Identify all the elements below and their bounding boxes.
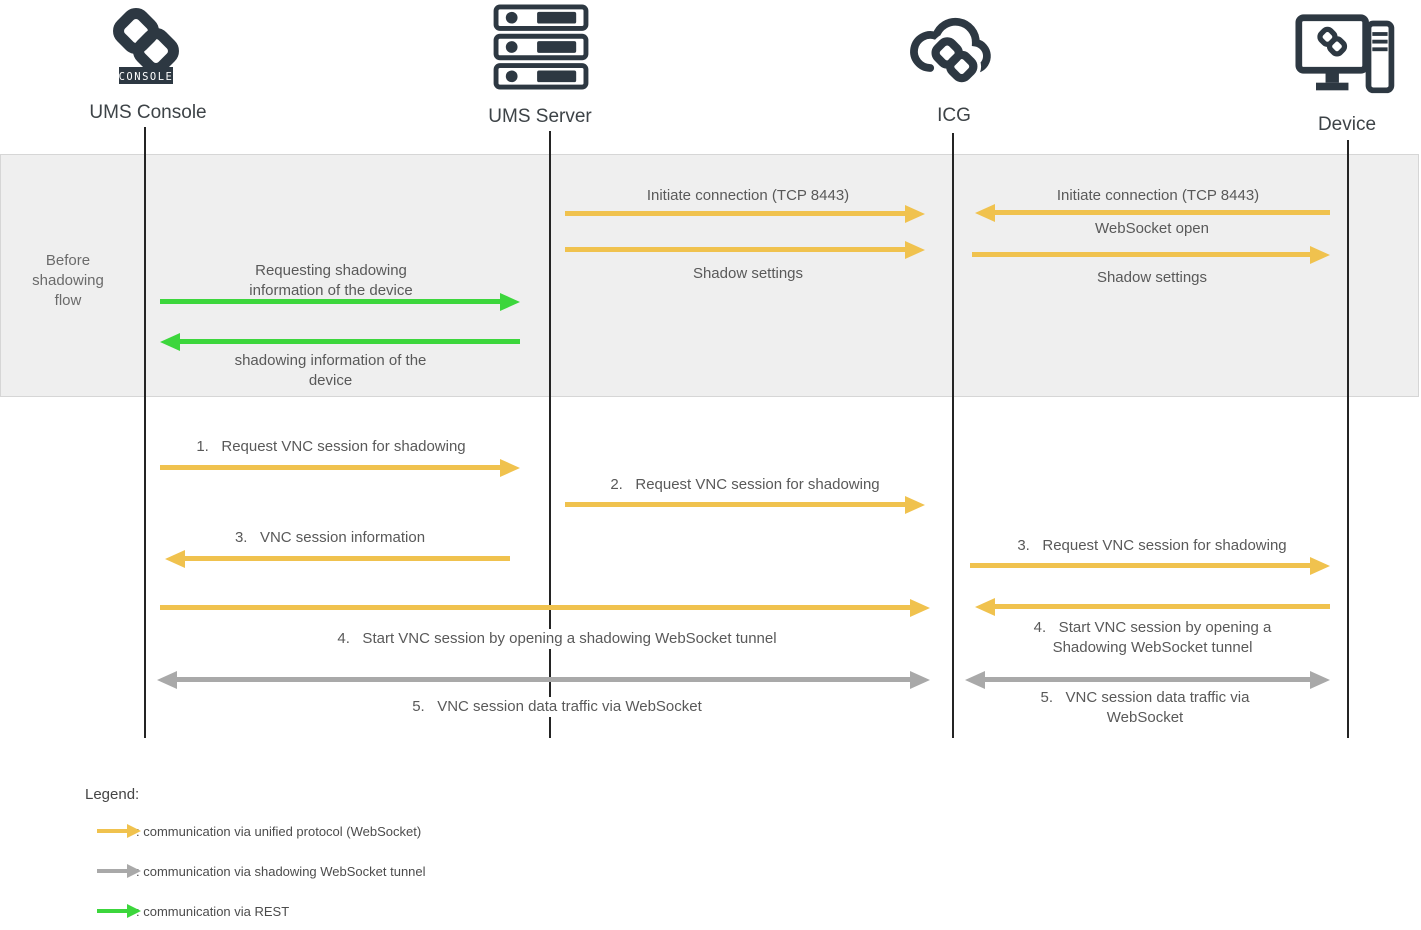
arrow-step2-server-to-icg [565, 495, 925, 514]
arrow-step4-device-to-icg [975, 597, 1330, 616]
message-label-step2: 2. Request VNC session for shadowing [610, 476, 880, 493]
legend-item-shadowing-tunnel: : communication via shadowing WebSocket … [97, 862, 426, 880]
message-label-initiate-connection-server-icg: Initiate connection (TCP 8443) [646, 187, 850, 204]
legend-item-rest: : communication via REST [97, 902, 289, 920]
gray-arrow-icon [97, 863, 141, 878]
legend-title: Legend: [85, 786, 140, 803]
lifeline-ums-server [549, 131, 551, 738]
arrow-shadowing-info-response [160, 332, 520, 351]
arrow-step4-console-to-icg [160, 598, 930, 617]
message-label-step4-left: 4. Start VNC session by opening a shadow… [322, 629, 792, 649]
actor-label-ums-console: UMS Console [89, 102, 207, 123]
desktop-chain-icon [1295, 10, 1400, 105]
actor-label-ums-server: UMS Server [488, 106, 592, 127]
before-shadowing-phase-band [0, 154, 1419, 397]
arrow-request-shadowing-info [160, 292, 520, 311]
chain-console-icon: CONSOLE [96, 5, 196, 100]
message-label-initiate-connection-device-icg: Initiate connection (TCP 8443) [1056, 187, 1260, 204]
message-label-websocket-open: WebSocket open [1095, 220, 1209, 237]
arrow-shadow-settings-server-to-icg [565, 240, 925, 259]
message-label-step3-left: 3. VNC session information [234, 529, 426, 546]
lifeline-device [1347, 140, 1349, 738]
message-label-shadow-settings-server-icg: Shadow settings [692, 265, 804, 282]
legend-label-unified-protocol: : communication via unified protocol (We… [136, 823, 422, 839]
message-label-shadow-settings-icg-device: Shadow settings [1096, 269, 1208, 286]
arrow-step3-icg-to-device [970, 556, 1330, 575]
message-label-requesting-shadowing-info: Requesting shadowing information of the … [249, 262, 413, 299]
legend-label-shadowing-tunnel: : communication via shadowing WebSocket … [136, 863, 426, 879]
arrow-initiate-connection-device-to-icg [975, 203, 1330, 222]
actor-label-icg: ICG [937, 105, 971, 126]
console-badge-text: CONSOLE [119, 71, 174, 83]
arrow-step5-console-icg-bidirectional [157, 670, 930, 689]
cloud-chain-icon [905, 2, 1002, 104]
message-label-step5-right: 5. VNC session data traffic via WebSocke… [1040, 689, 1254, 726]
yellow-arrow-icon [97, 823, 141, 838]
arrow-step5-icg-device-bidirectional [965, 670, 1330, 689]
legend-label-rest: : communication via REST [136, 903, 290, 919]
phase-label: Before shadowing flow [32, 252, 104, 309]
message-label-step3-right: 3. Request VNC session for shadowing [1017, 537, 1287, 554]
message-label-step5-left: 5. VNC session data traffic via WebSocke… [387, 697, 727, 717]
message-label-step1: 1. Request VNC session for shadowing [196, 438, 466, 455]
arrow-step3-server-to-console [165, 549, 510, 568]
actor-label-device: Device [1317, 114, 1377, 135]
arrow-shadow-settings-icg-to-device [972, 245, 1330, 264]
lifeline-icg [952, 133, 954, 738]
green-arrow-icon [97, 903, 141, 918]
arrow-initiate-connection-server-to-icg [565, 204, 925, 223]
arrow-step1-console-to-server [160, 458, 520, 477]
message-label-shadowing-info: shadowing information of the device [234, 352, 431, 389]
server-rack-icon [492, 4, 590, 95]
message-label-step4-right: 4. Start VNC session by opening a Shadow… [1033, 619, 1276, 656]
lifeline-ums-console [144, 127, 146, 738]
legend-item-unified-protocol: : communication via unified protocol (We… [97, 822, 421, 840]
